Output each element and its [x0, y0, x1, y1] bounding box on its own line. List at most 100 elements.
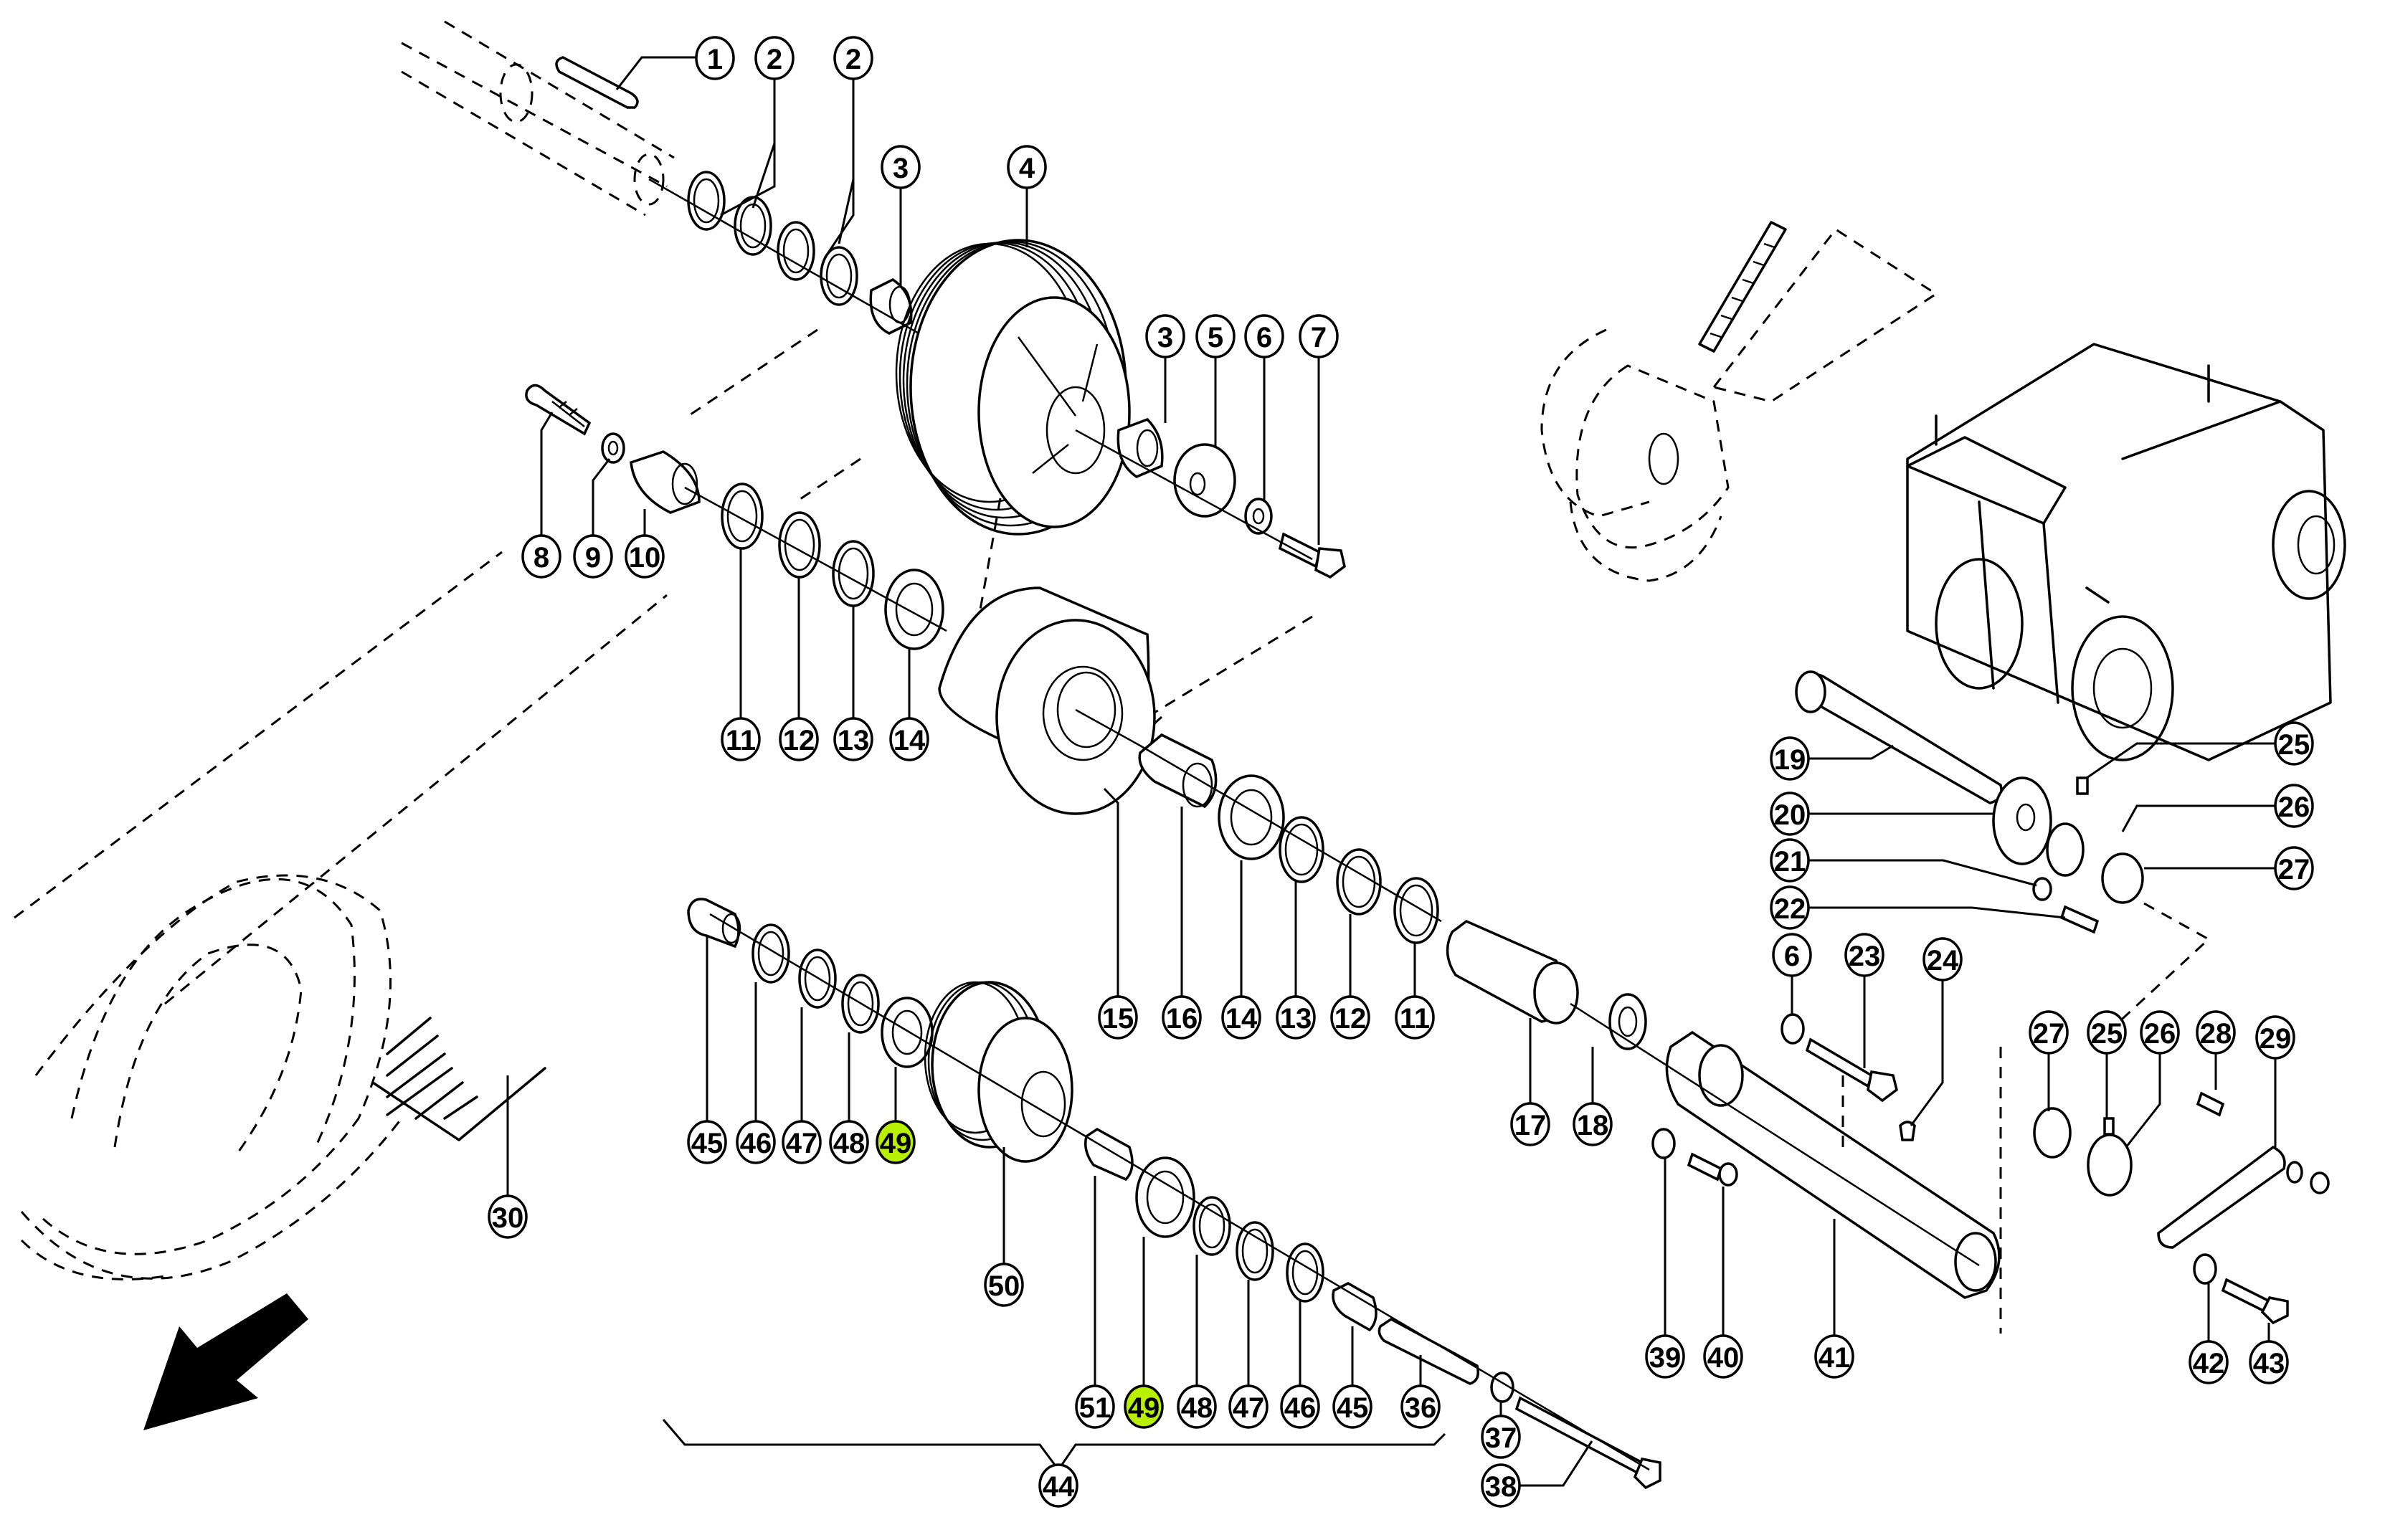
callout-30[interactable]: 30	[488, 1194, 528, 1239]
callout-11[interactable]: 11	[721, 717, 761, 761]
callout-38[interactable]: 38	[1481, 1463, 1521, 1508]
callout-43[interactable]: 43	[2249, 1340, 2289, 1384]
callout-circle[interactable]	[881, 145, 921, 189]
callout-46[interactable]: 46	[1280, 1384, 1320, 1429]
callout-46[interactable]: 46	[736, 1120, 776, 1164]
callout-48[interactable]: 48	[829, 1120, 869, 1164]
callout-circle[interactable]	[2274, 721, 2314, 766]
callout-circle[interactable]	[687, 1120, 727, 1164]
callout-27[interactable]: 27	[2029, 1010, 2069, 1055]
callout-circle[interactable]	[1162, 995, 1202, 1040]
callout-6[interactable]: 6	[1244, 314, 1284, 358]
callout-5[interactable]: 5	[1195, 314, 1236, 358]
callout-21[interactable]: 21	[1770, 838, 1810, 883]
callout-circle[interactable]	[782, 1120, 822, 1164]
callout-50[interactable]: 50	[984, 1263, 1024, 1307]
callout-circle[interactable]	[1481, 1415, 1521, 1459]
callout-49[interactable]: 49	[876, 1120, 916, 1164]
callout-circle[interactable]	[1770, 885, 1810, 930]
callout-circle[interactable]	[829, 1120, 869, 1164]
callout-14[interactable]: 14	[889, 717, 929, 761]
callout-13[interactable]: 13	[833, 717, 873, 761]
callout-36[interactable]: 36	[1400, 1384, 1441, 1429]
callout-circle[interactable]	[1844, 933, 1884, 977]
callout-45[interactable]: 45	[687, 1120, 727, 1164]
callout-51[interactable]: 51	[1075, 1384, 1115, 1429]
callout-48[interactable]: 48	[1177, 1384, 1217, 1429]
callout-28[interactable]: 28	[2196, 1010, 2236, 1055]
callout-37[interactable]: 37	[1481, 1415, 1521, 1459]
callout-11[interactable]: 11	[1395, 995, 1435, 1040]
callout-circle[interactable]	[1244, 314, 1284, 358]
callout-circle[interactable]	[833, 717, 873, 761]
callout-24[interactable]: 24	[1922, 937, 1963, 981]
callout-20[interactable]: 20	[1770, 792, 1810, 836]
callout-3[interactable]: 3	[881, 145, 921, 189]
callout-9[interactable]: 9	[573, 534, 613, 579]
callout-circle[interactable]	[1332, 1384, 1372, 1429]
callout-19[interactable]: 19	[1770, 736, 1810, 781]
callout-2[interactable]: 2	[833, 36, 873, 80]
callout-1[interactable]: 1	[695, 36, 735, 80]
callout-26[interactable]: 26	[2140, 1010, 2180, 1055]
callout-14[interactable]: 14	[1221, 995, 1261, 1040]
callout-circle[interactable]	[1770, 838, 1810, 883]
callout-circle[interactable]	[1075, 1384, 1115, 1429]
callout-17[interactable]: 17	[1510, 1102, 1550, 1146]
callout-circle[interactable]	[833, 36, 873, 80]
callout-circle[interactable]	[1195, 314, 1236, 358]
callout-circle[interactable]	[984, 1263, 1024, 1307]
callout-circle[interactable]	[1098, 995, 1138, 1040]
callout-45[interactable]: 45	[1332, 1384, 1372, 1429]
callout-circle[interactable]	[573, 534, 613, 579]
callout-circle[interactable]	[876, 1120, 916, 1164]
callout-15[interactable]: 15	[1098, 995, 1138, 1040]
callout-26[interactable]: 26	[2274, 784, 2314, 828]
callout-circle[interactable]	[1481, 1463, 1521, 1508]
callout-29[interactable]: 29	[2255, 1015, 2295, 1060]
callout-25[interactable]: 25	[2087, 1010, 2127, 1055]
callout-25[interactable]: 25	[2274, 721, 2314, 766]
callout-circle[interactable]	[1770, 792, 1810, 836]
callout-12[interactable]: 12	[779, 717, 819, 761]
callout-circle[interactable]	[1280, 1384, 1320, 1429]
callout-40[interactable]: 40	[1703, 1334, 1743, 1379]
callout-circle[interactable]	[2140, 1010, 2180, 1055]
callout-circle[interactable]	[2249, 1340, 2289, 1384]
callout-42[interactable]: 42	[2189, 1340, 2229, 1384]
callout-39[interactable]: 39	[1645, 1334, 1685, 1379]
callout-circle[interactable]	[1228, 1384, 1269, 1429]
callout-circle[interactable]	[1645, 1334, 1685, 1379]
callout-circle[interactable]	[2196, 1010, 2236, 1055]
callout-10[interactable]: 10	[625, 534, 665, 579]
callout-circle[interactable]	[1330, 995, 1370, 1040]
callout-49[interactable]: 49	[1124, 1384, 1164, 1429]
callout-4[interactable]: 4	[1007, 145, 1047, 189]
callout-circle[interactable]	[1703, 1334, 1743, 1379]
callout-12[interactable]: 12	[1330, 995, 1370, 1040]
callout-circle[interactable]	[1276, 995, 1316, 1040]
callout-8[interactable]: 8	[521, 534, 561, 579]
callout-41[interactable]: 41	[1814, 1334, 1854, 1379]
callout-22[interactable]: 22	[1770, 885, 1810, 930]
callout-circle[interactable]	[1124, 1384, 1164, 1429]
callout-13[interactable]: 13	[1276, 995, 1316, 1040]
callout-circle[interactable]	[521, 534, 561, 579]
callout-circle[interactable]	[754, 36, 795, 80]
callout-7[interactable]: 7	[1299, 314, 1339, 358]
callout-circle[interactable]	[2274, 846, 2314, 890]
callout-27[interactable]: 27	[2274, 846, 2314, 890]
callout-47[interactable]: 47	[1228, 1384, 1269, 1429]
callout-47[interactable]: 47	[782, 1120, 822, 1164]
callout-circle[interactable]	[1145, 314, 1185, 358]
callout-circle[interactable]	[1177, 1384, 1217, 1429]
callout-23[interactable]: 23	[1844, 933, 1884, 977]
callout-circle[interactable]	[1221, 995, 1261, 1040]
callout-circle[interactable]	[1510, 1102, 1550, 1146]
callout-circle[interactable]	[1395, 995, 1435, 1040]
callout-circle[interactable]	[779, 717, 819, 761]
callout-circle[interactable]	[1770, 736, 1810, 781]
callout-circle[interactable]	[2189, 1340, 2229, 1384]
callout-3[interactable]: 3	[1145, 314, 1185, 358]
callout-circle[interactable]	[721, 717, 761, 761]
